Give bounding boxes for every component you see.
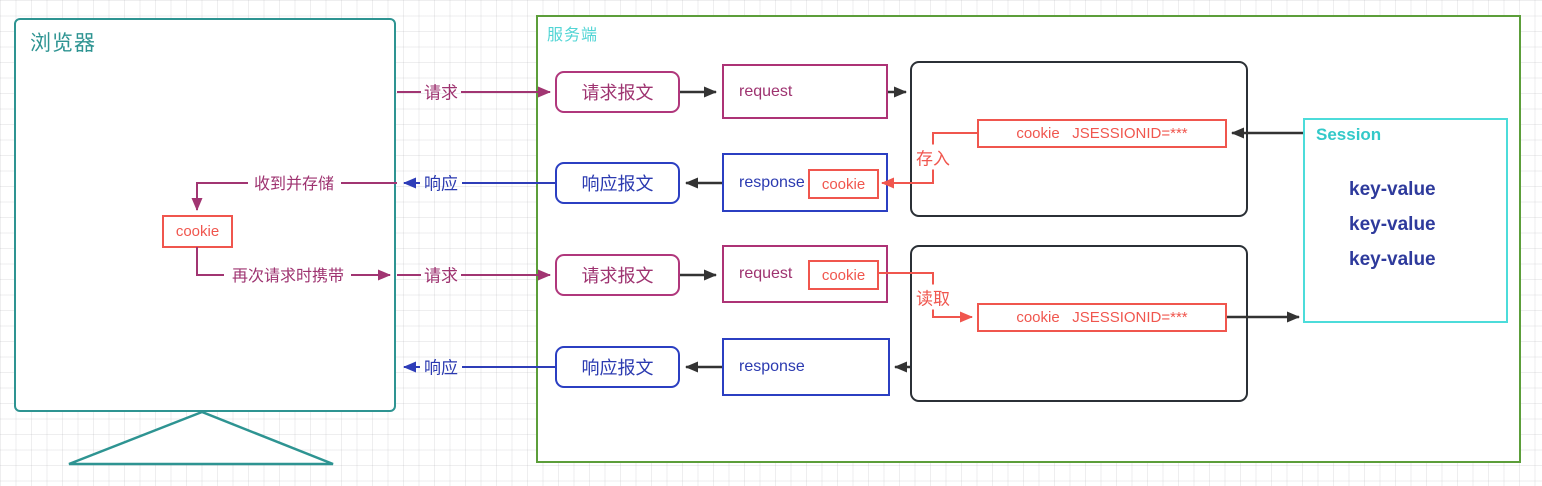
server-title: 服务端 xyxy=(547,27,599,44)
request-cookie-chip: cookie xyxy=(808,260,879,290)
read-session-label: 读取 xyxy=(914,284,952,310)
request-message-box-1: 请求报文 xyxy=(555,71,680,113)
session-box: Session key-value key-value key-value xyxy=(1303,118,1508,323)
response-message-box-1: 响应报文 xyxy=(555,162,680,204)
request-object-box-2: request cookie xyxy=(722,245,888,303)
request-flow-label-1: 请求 xyxy=(424,83,458,103)
response-flow-label-2: 响应 xyxy=(424,358,458,378)
save-session-label: 存入 xyxy=(914,144,952,170)
session-key-value: key-value xyxy=(1349,214,1436,235)
session-entries: key-value key-value key-value xyxy=(1349,172,1436,277)
request-label: request xyxy=(739,265,793,282)
store-cookie-label: 收到并存储 xyxy=(253,176,335,193)
response-label: response xyxy=(739,173,805,191)
session-key-value: key-value xyxy=(1349,249,1436,270)
request-flow-label-2: 请求 xyxy=(424,266,458,286)
session-title: Session xyxy=(1316,125,1382,144)
request-message-box-2: 请求报文 xyxy=(555,254,680,296)
response-object-box-2: response xyxy=(722,338,890,396)
response-message-box-2: 响应报文 xyxy=(555,346,680,388)
cookie-jsessionid-box-2: cookie JSESSIONID=*** xyxy=(977,303,1227,332)
browser-title: 浏览器 xyxy=(30,32,96,55)
session-key-value: key-value xyxy=(1349,179,1436,200)
request-label: request xyxy=(739,82,793,100)
carry-cookie-label: 再次请求时携带 xyxy=(231,268,345,285)
response-object-box-1: response cookie xyxy=(722,153,888,212)
monitor-stand-triangle xyxy=(68,410,334,466)
browser-cookie-box: cookie xyxy=(162,215,233,248)
response-label: response xyxy=(739,358,805,375)
response-cookie-chip: cookie xyxy=(808,169,879,199)
request-object-box-1: request xyxy=(722,64,888,119)
response-flow-label-1: 响应 xyxy=(424,174,458,194)
cookie-jsessionid-box-1: cookie JSESSIONID=*** xyxy=(977,119,1227,148)
